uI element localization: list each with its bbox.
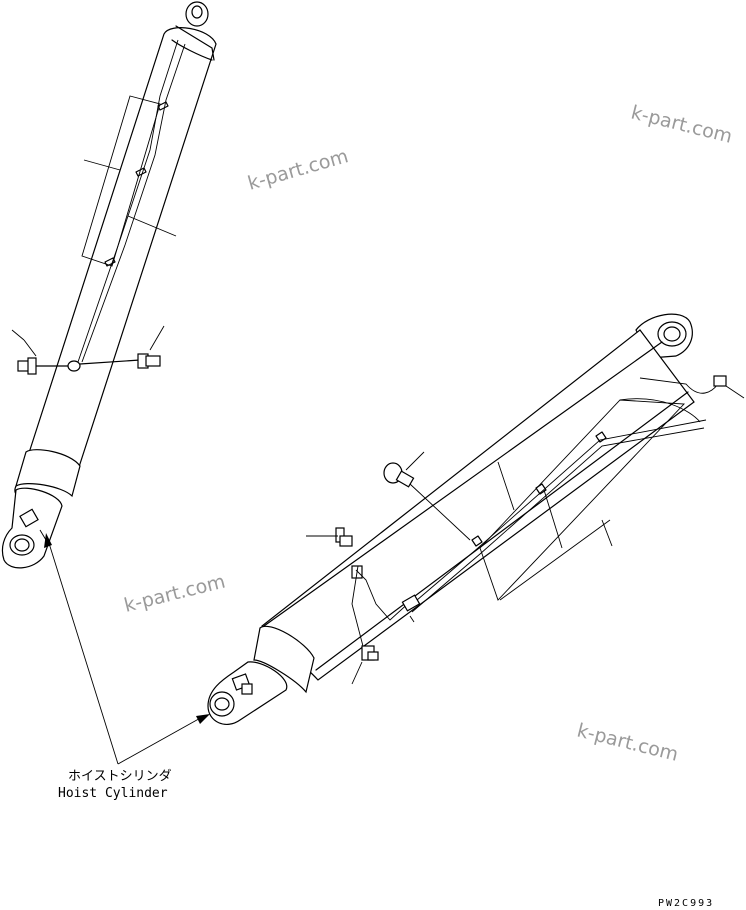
part-name-jp: ホイストシリンダ: [68, 769, 172, 784]
cylinder-barrel-right: [261, 329, 695, 681]
top-eye: [185, 1, 209, 27]
cylinder-gland: [14, 449, 81, 498]
banjo-fitting: [383, 451, 471, 541]
hoist-cylinder-right: [207, 313, 745, 725]
cylinder-gland-right: [253, 625, 315, 694]
callout-arrows: [44, 533, 210, 765]
grease-fitting-lower: [351, 645, 379, 685]
part-name-en: Hoist Cylinder: [58, 786, 168, 801]
drawing-code: PW2C993: [658, 898, 714, 909]
cylinder-barrel: [26, 27, 217, 472]
grease-fitting-mid: [306, 527, 353, 547]
grease-fitting-right: [137, 325, 165, 369]
watermark-3: k-part.com: [122, 570, 228, 616]
grease-fitting-left: [11, 329, 37, 375]
watermark-4: k-part.com: [575, 720, 681, 766]
watermark-2: k-part.com: [629, 102, 735, 148]
hoist-cylinder-left: [1, 1, 217, 569]
watermark-1: k-part.com: [245, 145, 351, 195]
